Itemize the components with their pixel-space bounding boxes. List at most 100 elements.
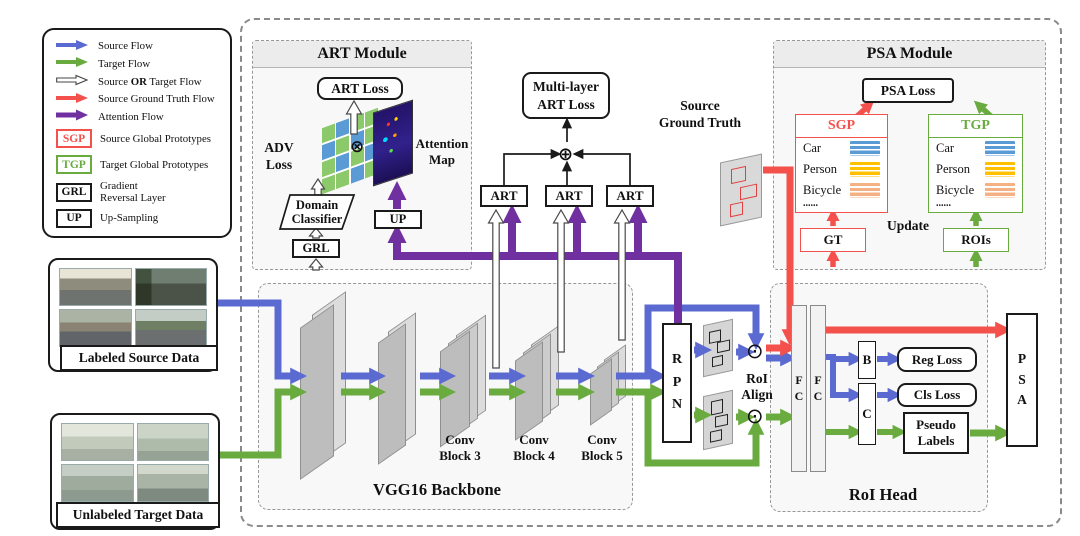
art-module-title: ART Module bbox=[253, 41, 471, 68]
roi-align-multiply-target: ⊙ bbox=[746, 404, 764, 428]
outer-frame bbox=[240, 18, 1062, 527]
legend-row-source-or-target-flow: Source OR Target Flow bbox=[56, 73, 222, 90]
source-flow-arrow-icon bbox=[56, 39, 90, 54]
roi-align-label: RoI Align bbox=[741, 371, 773, 403]
grl-box: GRL bbox=[292, 239, 340, 258]
target-image bbox=[136, 423, 209, 461]
roi-align-multiply-source: ⊙ bbox=[746, 339, 764, 363]
source-image bbox=[134, 268, 207, 306]
tgp-row-person: Person bbox=[929, 159, 1022, 180]
source-or-target-flow-arrow-icon bbox=[56, 74, 90, 89]
fc-box-1: F C bbox=[791, 305, 807, 472]
attention-map-label: Attention Map bbox=[415, 136, 469, 168]
legend-row-tgp: TGP Target Global Prototypes bbox=[56, 152, 222, 177]
legend-row-grl: GRL Gradient Reversal Layer bbox=[56, 178, 222, 206]
psa-loss-box: PSA Loss bbox=[862, 78, 954, 103]
labeled-source-data-label: Labeled Source Data bbox=[60, 345, 218, 371]
source-image-grid bbox=[59, 268, 207, 347]
target-image bbox=[61, 464, 134, 502]
target-flow-arrow-icon bbox=[56, 56, 90, 71]
bbox-head-box: B bbox=[858, 341, 876, 379]
rpn-box: R P N bbox=[662, 323, 692, 443]
conv-block3-label: Conv Block 3 bbox=[439, 432, 481, 463]
attention-map-image bbox=[373, 99, 413, 187]
source-ground-truth-image bbox=[720, 153, 762, 227]
conv-block5-label: Conv Block 5 bbox=[581, 432, 623, 463]
gt-box: GT bbox=[800, 228, 866, 252]
sum-symbol: ⊕ bbox=[558, 144, 574, 165]
sgp-row-person: Person bbox=[796, 159, 887, 180]
source-image bbox=[59, 309, 132, 347]
legend-row-source-ground-truth-flow: Source Ground Truth Flow bbox=[56, 91, 222, 108]
car-prototype-bars bbox=[850, 141, 880, 156]
proposal-image-source bbox=[703, 318, 733, 378]
sgp-box: SGP Car Person Bicycle ...... bbox=[795, 114, 888, 213]
person-prototype-bars bbox=[850, 162, 880, 177]
tgp-box: TGP Car Person Bicycle ...... bbox=[928, 114, 1023, 213]
legend-label: Source Global Prototypes bbox=[100, 132, 211, 145]
tgp-ellipsis: ...... bbox=[936, 198, 951, 209]
backbone-title: VGG16 Backbone bbox=[373, 480, 501, 499]
target-image-grid bbox=[61, 423, 209, 502]
art-box-2: ART bbox=[545, 185, 593, 207]
up-box: UP bbox=[374, 210, 422, 229]
legend-label: Target Flow bbox=[98, 57, 151, 70]
cls-loss-box: Cls Loss bbox=[897, 383, 977, 407]
source-ground-truth-flow-arrow-icon bbox=[56, 92, 90, 107]
legend-label: Source OR Target Flow bbox=[98, 75, 202, 88]
legend-row-target-flow: Target Flow bbox=[56, 56, 222, 73]
pseudo-labels-box: Pseudo Labels bbox=[903, 412, 969, 454]
reg-loss-box: Reg Loss bbox=[897, 347, 977, 372]
legend-label: Up-Sampling bbox=[100, 212, 159, 225]
adv-loss-label: ADV Loss bbox=[264, 140, 294, 172]
sgp-row-bicycle: Bicycle bbox=[796, 180, 887, 201]
legend-label: Gradient Reversal Layer bbox=[100, 179, 166, 204]
multi-layer-art-loss-box: Multi-layer ART Loss bbox=[522, 72, 610, 119]
person-prototype-bars bbox=[985, 162, 1015, 177]
conv-block1-plane bbox=[300, 304, 334, 480]
tgp-row-bicycle: Bicycle bbox=[929, 180, 1022, 201]
bicycle-prototype-bars bbox=[985, 183, 1015, 198]
source-ground-truth-label: Source Ground Truth bbox=[658, 98, 742, 130]
grl-badge: GRL bbox=[56, 182, 92, 202]
unlabeled-target-data-label: Unlabeled Target Data bbox=[56, 502, 220, 528]
source-image bbox=[134, 309, 207, 347]
tgp-title: TGP bbox=[929, 115, 1022, 138]
psa-head-box: P S A bbox=[1006, 313, 1038, 447]
up-badge: UP bbox=[56, 208, 92, 228]
legend-label: Attention Flow bbox=[98, 110, 164, 123]
legend-row-source-flow: Source Flow bbox=[56, 38, 222, 55]
art-box-3: ART bbox=[606, 185, 654, 207]
psa-module-title: PSA Module bbox=[774, 41, 1045, 68]
legend-row-up: UP Up-Sampling bbox=[56, 207, 222, 230]
legend-row-attention-flow: Attention Flow bbox=[56, 109, 222, 126]
conv-block2-plane bbox=[378, 323, 406, 465]
legend-label: Target Global Prototypes bbox=[100, 158, 209, 171]
sgp-badge: SGP bbox=[56, 129, 92, 149]
art-box-1: ART bbox=[480, 185, 528, 207]
tgp-badge: TGP bbox=[56, 155, 92, 175]
sgp-title: SGP bbox=[796, 115, 887, 138]
target-image bbox=[136, 464, 209, 502]
sgp-row-car: Car bbox=[796, 138, 887, 159]
sgp-ellipsis: ...... bbox=[803, 198, 818, 209]
attention-flow-arrow-icon bbox=[56, 109, 90, 124]
target-image bbox=[61, 423, 134, 461]
multiply-symbol: ⊗ bbox=[350, 137, 365, 157]
source-image bbox=[59, 268, 132, 306]
legend-label: Source Flow bbox=[98, 40, 153, 53]
conv-block4-label: Conv Block 4 bbox=[513, 432, 555, 463]
legend-label: Source Ground Truth Flow bbox=[98, 93, 215, 106]
art-loss-box: ART Loss bbox=[317, 77, 403, 100]
legend-row-sgp: SGP Source Global Prototypes bbox=[56, 126, 222, 151]
fc-box-2: F C bbox=[810, 305, 826, 472]
tgp-row-car: Car bbox=[929, 138, 1022, 159]
bicycle-prototype-bars bbox=[850, 183, 880, 198]
update-label: Update bbox=[886, 218, 929, 233]
rois-box: ROIs bbox=[943, 228, 1009, 252]
legend: Source Flow Target Flow Source OR Target… bbox=[42, 28, 232, 238]
roi-head-title: RoI Head bbox=[848, 485, 918, 504]
domain-classifier-label: Domain Classifier bbox=[291, 197, 343, 226]
cls-head-box: C bbox=[858, 383, 876, 445]
